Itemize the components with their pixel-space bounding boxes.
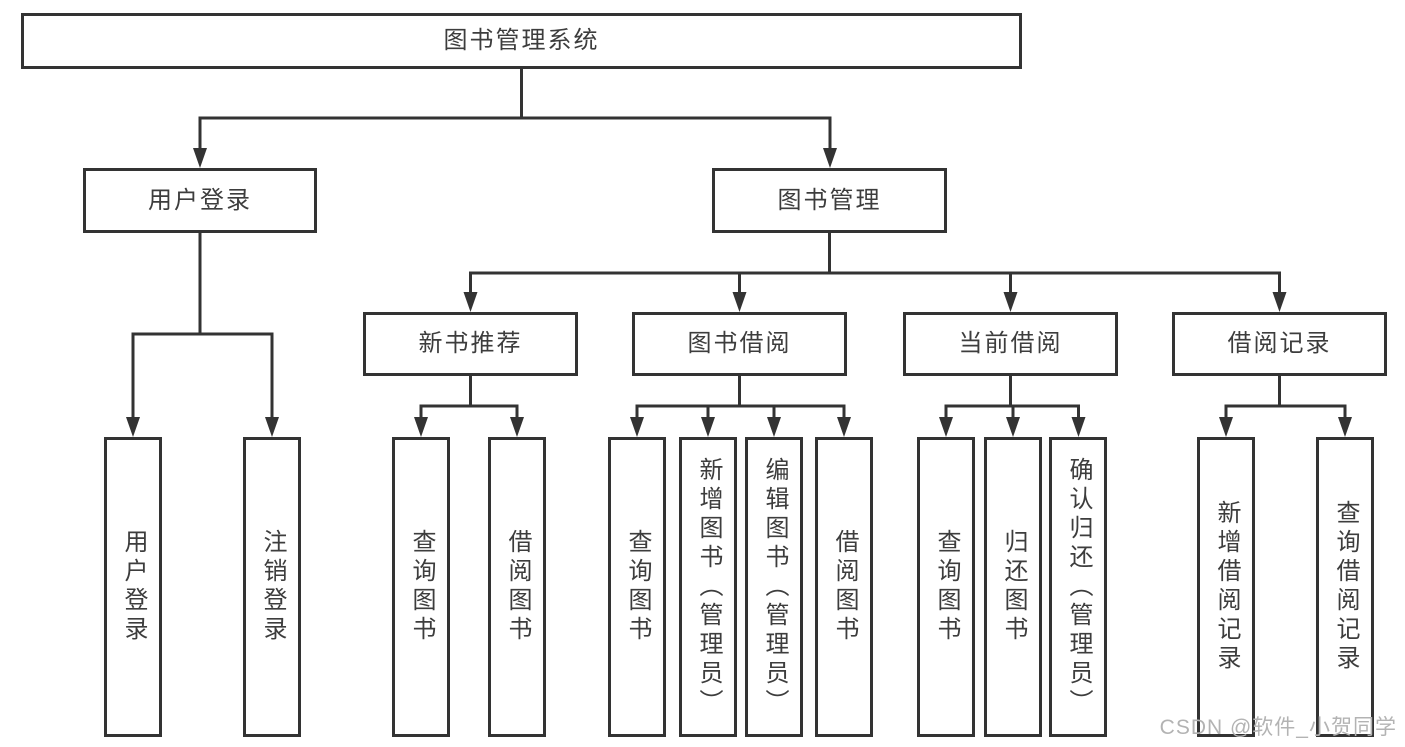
node-leaf-edit-books-admin: 编辑图书（管理员）: [745, 437, 803, 737]
node-label: 借阅记录: [1227, 330, 1332, 357]
node-label: 查询借阅记录: [1332, 500, 1359, 674]
node-leaf-query-books-current: 查询图书: [917, 437, 975, 737]
connector-book-borrowing-to-children: [635, 374, 846, 421]
node-borrowing-records: 借阅记录: [1172, 312, 1387, 376]
node-label: 编辑图书（管理员）: [761, 456, 788, 718]
node-label: 图书管理系统: [443, 27, 600, 54]
arrowhead-icon: [837, 417, 851, 437]
node-label: 查询图书: [624, 529, 651, 645]
arrowhead-icon: [732, 292, 747, 312]
connector-user-login-to-children: [131, 231, 274, 421]
connector-current-borrowing-to-children: [944, 374, 1080, 421]
node-label: 查询图书: [933, 529, 960, 645]
arrowhead-icon: [126, 417, 140, 437]
node-label: 当前借阅: [958, 330, 1063, 357]
node-leaf-add-books-admin: 新增图书（管理员）: [679, 437, 737, 737]
arrowhead-icon: [701, 417, 715, 437]
arrowhead-icon: [939, 417, 953, 437]
connector-new-book-rec-to-children: [419, 374, 519, 421]
node-leaf-borrow-books-newbook: 借阅图书: [488, 437, 546, 737]
csdn-watermark: CSDN @软件_小贺同学: [1159, 716, 1397, 739]
node-leaf-return-books: 归还图书: [984, 437, 1042, 737]
node-label: 注销登录: [259, 529, 286, 645]
node-label: 图书管理: [777, 186, 882, 214]
node-label: 确认归还（管理员）: [1065, 456, 1092, 718]
arrowhead-icon: [1219, 417, 1233, 437]
connector-borrowing-records-to-children: [1224, 374, 1347, 421]
node-label: 用户登录: [148, 186, 252, 214]
node-label: 借阅图书: [831, 529, 858, 645]
arrowhead-icon: [265, 417, 279, 437]
node-leaf-confirm-return-admin: 确认归还（管理员）: [1049, 437, 1107, 737]
node-leaf-user-login: 用户登录: [104, 437, 162, 737]
arrowhead-icon: [1006, 417, 1020, 437]
arrowhead-icon: [823, 148, 837, 168]
node-current-borrowing: 当前借阅: [903, 312, 1118, 376]
node-new-book-recommendation: 新书推荐: [363, 312, 578, 376]
node-book-borrowing: 图书借阅: [632, 312, 847, 376]
node-leaf-borrow-books-borrowing: 借阅图书: [815, 437, 873, 737]
node-leaf-add-borrow-record: 新增借阅记录: [1197, 437, 1255, 737]
arrowhead-icon: [767, 417, 781, 437]
arrowhead-icon: [463, 292, 478, 312]
node-label: 新书推荐: [418, 330, 523, 357]
node-label: 查询图书: [408, 529, 435, 645]
node-label: 归还图书: [1000, 529, 1027, 645]
node-leaf-logout: 注销登录: [243, 437, 301, 737]
arrowhead-icon: [193, 148, 207, 168]
arrowhead-icon: [1338, 417, 1352, 437]
node-label: 图书借阅: [687, 330, 792, 357]
node-label: 新增图书（管理员）: [695, 456, 722, 718]
node-label: 借阅图书: [504, 529, 531, 645]
connector-book-management-to-level3: [469, 231, 1281, 296]
arrowhead-icon: [1071, 417, 1086, 437]
node-library-management-system: 图书管理系统: [21, 13, 1022, 69]
arrowhead-icon: [1003, 292, 1018, 312]
arrowhead-icon: [630, 417, 644, 437]
node-leaf-query-books-borrowing: 查询图书: [608, 437, 666, 737]
node-leaf-query-books-newbook: 查询图书: [392, 437, 450, 737]
connector-root-to-level2: [198, 67, 832, 152]
node-label: 新增借阅记录: [1213, 500, 1240, 674]
connector-lines: [131, 67, 1347, 421]
arrowhead-icon: [414, 417, 428, 437]
node-user-login: 用户登录: [83, 168, 317, 233]
arrowhead-icon: [1272, 292, 1287, 312]
node-book-management: 图书管理: [712, 168, 947, 233]
arrowheads: [126, 148, 1352, 437]
arrowhead-icon: [510, 417, 524, 437]
node-leaf-query-borrow-record: 查询借阅记录: [1316, 437, 1374, 737]
node-label: 用户登录: [120, 529, 147, 645]
